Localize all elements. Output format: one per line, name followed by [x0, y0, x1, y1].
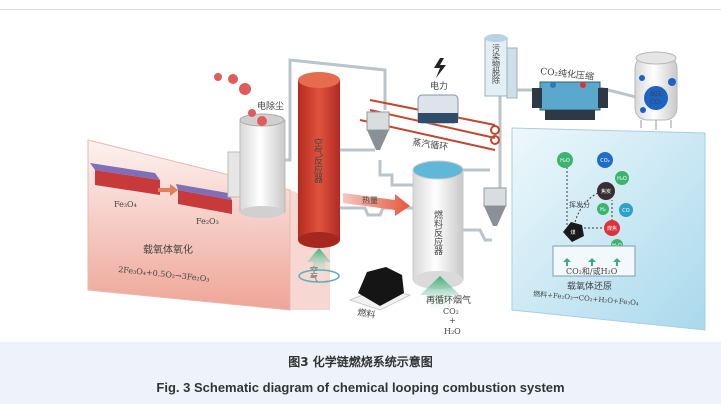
node-h2-label: H₂	[600, 207, 606, 213]
fuel-label: 燃料	[356, 306, 376, 321]
power-label: 电力	[430, 80, 448, 92]
air-inlet-arrow	[307, 248, 331, 280]
heat-label: 热量	[362, 195, 378, 205]
node-h2o-right-label: H₂O	[617, 176, 627, 182]
node-char-label: 煤焦	[607, 225, 617, 232]
turbine	[417, 94, 459, 124]
steam-cycle-lines	[359, 99, 500, 151]
node-fuel	[563, 222, 584, 242]
caption-chinese: 图3 化学链燃烧系统示意图	[288, 355, 433, 369]
air-swirl-icon	[298, 269, 340, 283]
cyclone-left	[366, 111, 390, 150]
oxidation-title: 载氧体氧化	[143, 243, 193, 256]
transform-arrow	[158, 184, 178, 196]
heat-arrow	[343, 193, 410, 216]
reduction-title: 载氧体还原	[567, 280, 612, 292]
node-tar-label: 焦炭	[601, 188, 611, 195]
node-fuel-label: 煤	[570, 229, 575, 236]
air-reactor-label: 空气反应器	[312, 137, 323, 183]
recirc-gas-label: 再循环烟气	[426, 294, 471, 306]
fe2o3-label: Fe₂O₃	[196, 217, 219, 226]
node-tar	[597, 182, 615, 200]
gas-input-label: CO₂和/或H₂O	[566, 266, 618, 276]
recirc-plus-label: +	[449, 316, 456, 325]
node-h2o-top-label: H₂O	[560, 158, 570, 164]
lightning-icon	[434, 58, 446, 78]
node-co2	[597, 152, 613, 168]
node-h2o-right	[615, 171, 629, 185]
node-h2	[597, 203, 609, 215]
tank-label-line1: 高压	[650, 90, 662, 98]
co2-storage-tank	[634, 51, 678, 130]
pollutant-removal-unit	[484, 34, 518, 99]
volatiles-label: 挥发分	[569, 200, 590, 209]
co2-purification-label: CO₂纯化压缩	[540, 65, 595, 83]
node-h2o-top	[557, 152, 573, 168]
tank-label-line2: CO₂	[650, 99, 663, 106]
oxidation-panel: Fe₃O₄ Fe₂O₃ 载氧体氧化 2Fe₃O₄+0.5O₂→3Fe₂O₃	[87, 139, 330, 311]
gas-input-arrows	[563, 258, 621, 266]
caption-english: Fig. 3 Schematic diagram of chemical loo…	[156, 380, 565, 395]
recirc-h2o-label: H₂O	[444, 327, 461, 336]
fe3o4-crystal	[90, 163, 160, 195]
fuel-reactor-label: 燃料反应器	[432, 209, 443, 255]
node-co2-label: CO₂	[600, 158, 609, 164]
figure-caption: 图3 化学链燃烧系统示意图 Fig. 3 Schematic diagram o…	[0, 342, 721, 404]
fe2o3-crystal	[176, 184, 232, 214]
fuel-reactor	[412, 160, 464, 289]
air-label: 空气	[310, 265, 319, 282]
air-reactor	[298, 72, 340, 248]
recirc-gas-arrow	[420, 276, 460, 315]
top-divider	[0, 9, 721, 10]
node-co-label: CO	[622, 208, 629, 214]
pollutant-removal-label: 污染物脱除	[492, 43, 501, 84]
cyclone-right	[483, 187, 507, 226]
node-char	[604, 220, 620, 236]
electrostatic-precipitator	[214, 73, 286, 218]
node-co	[619, 203, 633, 217]
chemical-looping-diagram: Fe₃O₄ Fe₂O₃ 载氧体氧化 2Fe₃O₄+0.5O₂→3Fe₂O₃ 电除…	[87, 34, 706, 336]
fe3o4-label: Fe₃O₄	[114, 200, 137, 209]
recirc-co2-label: CO₂	[443, 307, 459, 316]
coal-pile	[348, 267, 412, 311]
precipitator-label: 电除尘	[257, 100, 284, 112]
co2-compressor	[532, 81, 608, 120]
